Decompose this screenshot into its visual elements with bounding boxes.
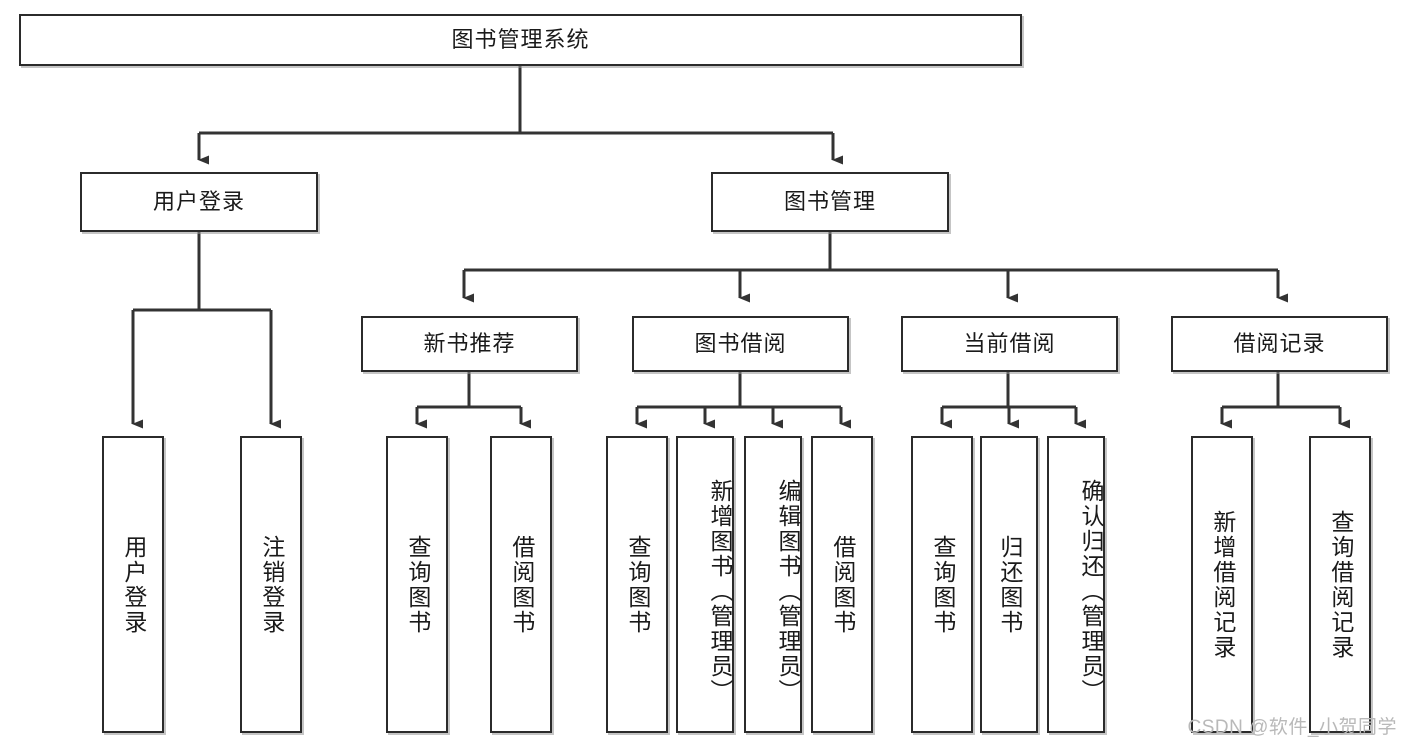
node-leaf-query-record[interactable]: 查询借阅记录 [1309,436,1371,733]
node-label: 用户登录 [120,534,147,635]
node-leaf-edit-book[interactable]: 编辑图书（管理员） [744,436,802,733]
node-new-book-recommend[interactable]: 新书推荐 [361,316,578,372]
node-leaf-borrow-book-2[interactable]: 借阅图书 [811,436,873,733]
node-label: 图书管理 [783,188,876,214]
node-label: 注销登录 [258,534,285,635]
node-current-borrow[interactable]: 当前借阅 [901,316,1118,372]
node-label: 当前借阅 [963,330,1056,356]
node-label: 借阅图书 [829,534,856,635]
node-label: 查询图书 [404,534,431,635]
node-leaf-query-book-2[interactable]: 查询图书 [606,436,668,733]
node-book-management[interactable]: 图书管理 [711,172,949,232]
node-label: 查询借阅记录 [1327,509,1354,660]
node-label: 图书管理系统 [451,26,590,52]
node-leaf-user-login[interactable]: 用户登录 [102,436,164,733]
node-label: 查询图书 [929,534,956,635]
node-label: 图书借阅 [694,330,787,356]
node-root-system[interactable]: 图书管理系统 [19,14,1022,66]
node-label: 新书推荐 [423,330,516,356]
node-leaf-add-book[interactable]: 新增图书（管理员） [676,436,734,733]
node-book-borrow[interactable]: 图书借阅 [632,316,849,372]
node-label: 借阅记录 [1233,330,1326,356]
node-leaf-query-book-1[interactable]: 查询图书 [386,436,448,733]
node-user-login[interactable]: 用户登录 [80,172,318,232]
node-label: 借阅图书 [508,534,535,635]
node-label: 确认归还（管理员） [1078,479,1104,704]
node-leaf-return-book[interactable]: 归还图书 [980,436,1038,733]
node-label: 用户登录 [152,188,245,214]
node-leaf-add-record[interactable]: 新增借阅记录 [1191,436,1253,733]
node-label: 归还图书 [996,534,1023,635]
csdn-watermark: CSDN @软件_小贺同学 [1187,717,1397,738]
node-leaf-user-logout[interactable]: 注销登录 [240,436,302,733]
node-label: 查询图书 [624,534,651,635]
node-label: 新增图书（管理员） [707,479,733,704]
node-label: 新增借阅记录 [1209,509,1236,660]
node-leaf-confirm-return[interactable]: 确认归还（管理员） [1047,436,1105,733]
node-leaf-query-book-3[interactable]: 查询图书 [911,436,973,733]
node-borrow-record[interactable]: 借阅记录 [1171,316,1388,372]
node-leaf-borrow-book-1[interactable]: 借阅图书 [490,436,552,733]
node-label: 编辑图书（管理员） [775,479,801,704]
